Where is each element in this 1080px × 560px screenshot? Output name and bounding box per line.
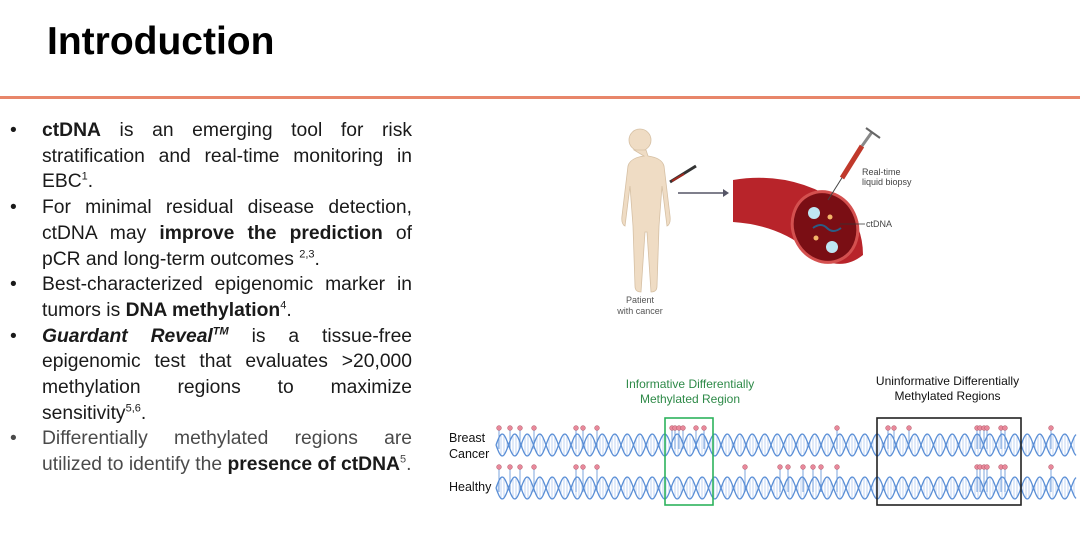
healthy-methylation-mark [580,464,586,470]
cancer-helix-strand [495,433,1077,457]
healthy-methylation-mark [1002,464,1008,470]
bold-text: DNA methylation [125,299,281,321]
cancer-methylation-mark [906,425,912,431]
text: . [314,248,320,270]
text: is an emerging tool for risk stratificat… [42,120,412,193]
ctdna-label: ctDNA [866,219,892,229]
trademark: TM [212,325,229,338]
text: Best-characterized epigenomic marker in … [42,274,412,321]
row-label-healthy: Healthy [449,480,492,494]
bold-text: presence of ctDNA [227,454,400,476]
biopsy-label: Real-time [862,167,901,177]
bullet-methylation: Best-characterized epigenomic marker in … [10,272,412,323]
methylation-diagram [495,417,1077,506]
text: . [286,299,292,321]
healthy-helix-strand [495,476,1077,500]
healthy-methylation-mark [810,464,816,470]
arrow-icon [678,189,729,197]
label-line: Uninformative Differentially [875,374,1020,388]
bullet-dmr: Differentially methylated regions are ut… [10,426,412,477]
healthy-methylation-mark [742,464,748,470]
bold-italic-text: Guardant Reveal [42,325,213,347]
bullet-list: ctDNA is an emerging tool for risk strat… [10,118,412,478]
blood-vessel [733,177,863,264]
cancer-methylation-mark [680,425,686,431]
cancer-methylation-mark [507,425,513,431]
cancer-methylation-mark [573,425,579,431]
text: Differentially methylated regions are ut… [42,428,412,476]
bold-text: improve the prediction [159,222,383,244]
cancer-helix-strand [495,433,1077,457]
text: For minimal residual disease detection, … [42,197,412,244]
citation: 2,3 [299,248,315,261]
healthy-methylation-mark [785,464,791,470]
healthy-methylation-mark [507,464,513,470]
informative-region-box [664,417,714,506]
label-line: Breast [449,431,486,445]
cancer-methylation-mark [891,425,897,431]
bullet-guardant: Guardant RevealTM is a tissue-free epige… [10,324,412,427]
label-line: Methylated Regions [894,389,1001,403]
biopsy-label: liquid biopsy [862,177,912,187]
healthy-helix-strand [495,476,1077,500]
bullet-ctdna: ctDNA is an emerging tool for risk strat… [10,118,412,195]
text: . [140,402,147,424]
text: . [406,454,412,476]
text: is a tissue-free epigenomic test that ev… [42,325,413,424]
patient-label: Patient [626,295,655,305]
title-divider [0,96,1080,99]
slide-title: Introduction [47,20,275,63]
cancer-methylation-mark [693,425,699,431]
cancer-methylation-mark [984,425,990,431]
cancer-methylation-mark [885,425,891,431]
biopsy-syringe-icon [827,127,881,201]
label-line: Informative Differentially [625,377,755,391]
uninformative-region-box [876,417,1022,506]
cancer-methylation-mark [594,425,600,431]
small-syringe-icon [669,164,697,184]
bullet-mrd: For minimal residual disease detection, … [10,195,412,272]
cancer-methylation-mark [517,425,523,431]
text: of pCR and long-term outcomes [42,222,413,270]
healthy-methylation-mark [531,464,537,470]
cancer-methylation-mark [580,425,586,431]
cancer-methylation-mark [1048,425,1054,431]
citation: 5,6 [125,402,141,415]
bold-text: ctDNA [42,120,101,141]
healthy-methylation-mark [594,464,600,470]
citation: 1 [81,170,88,183]
healthy-methylation-mark [834,464,840,470]
healthy-methylation-mark [517,464,523,470]
cancer-methylation-mark [834,425,840,431]
cancer-methylation-mark [531,425,537,431]
citation: 4 [280,299,287,312]
healthy-methylation-mark [1048,464,1054,470]
healthy-methylation-mark [777,464,783,470]
text: . [87,171,94,193]
citation: 5 [399,453,407,466]
ctdna-strand [812,224,842,232]
healthy-methylation-mark [573,464,579,470]
cancer-methylation-mark [496,425,502,431]
healthy-methylation-mark [496,464,502,470]
healthy-methylation-mark [984,464,990,470]
patient-label: with cancer [616,306,663,316]
cancer-methylation-mark [701,425,707,431]
healthy-methylation-mark [800,464,806,470]
label-line: Cancer [449,447,490,461]
cancer-methylation-mark [1002,425,1008,431]
label-line: Methylated Region [639,392,741,406]
patient-silhouette [621,128,671,293]
healthy-methylation-mark [818,464,824,470]
liquid-biopsy-illustration: Patient with cancer Real-time liquid bio… [616,127,912,316]
